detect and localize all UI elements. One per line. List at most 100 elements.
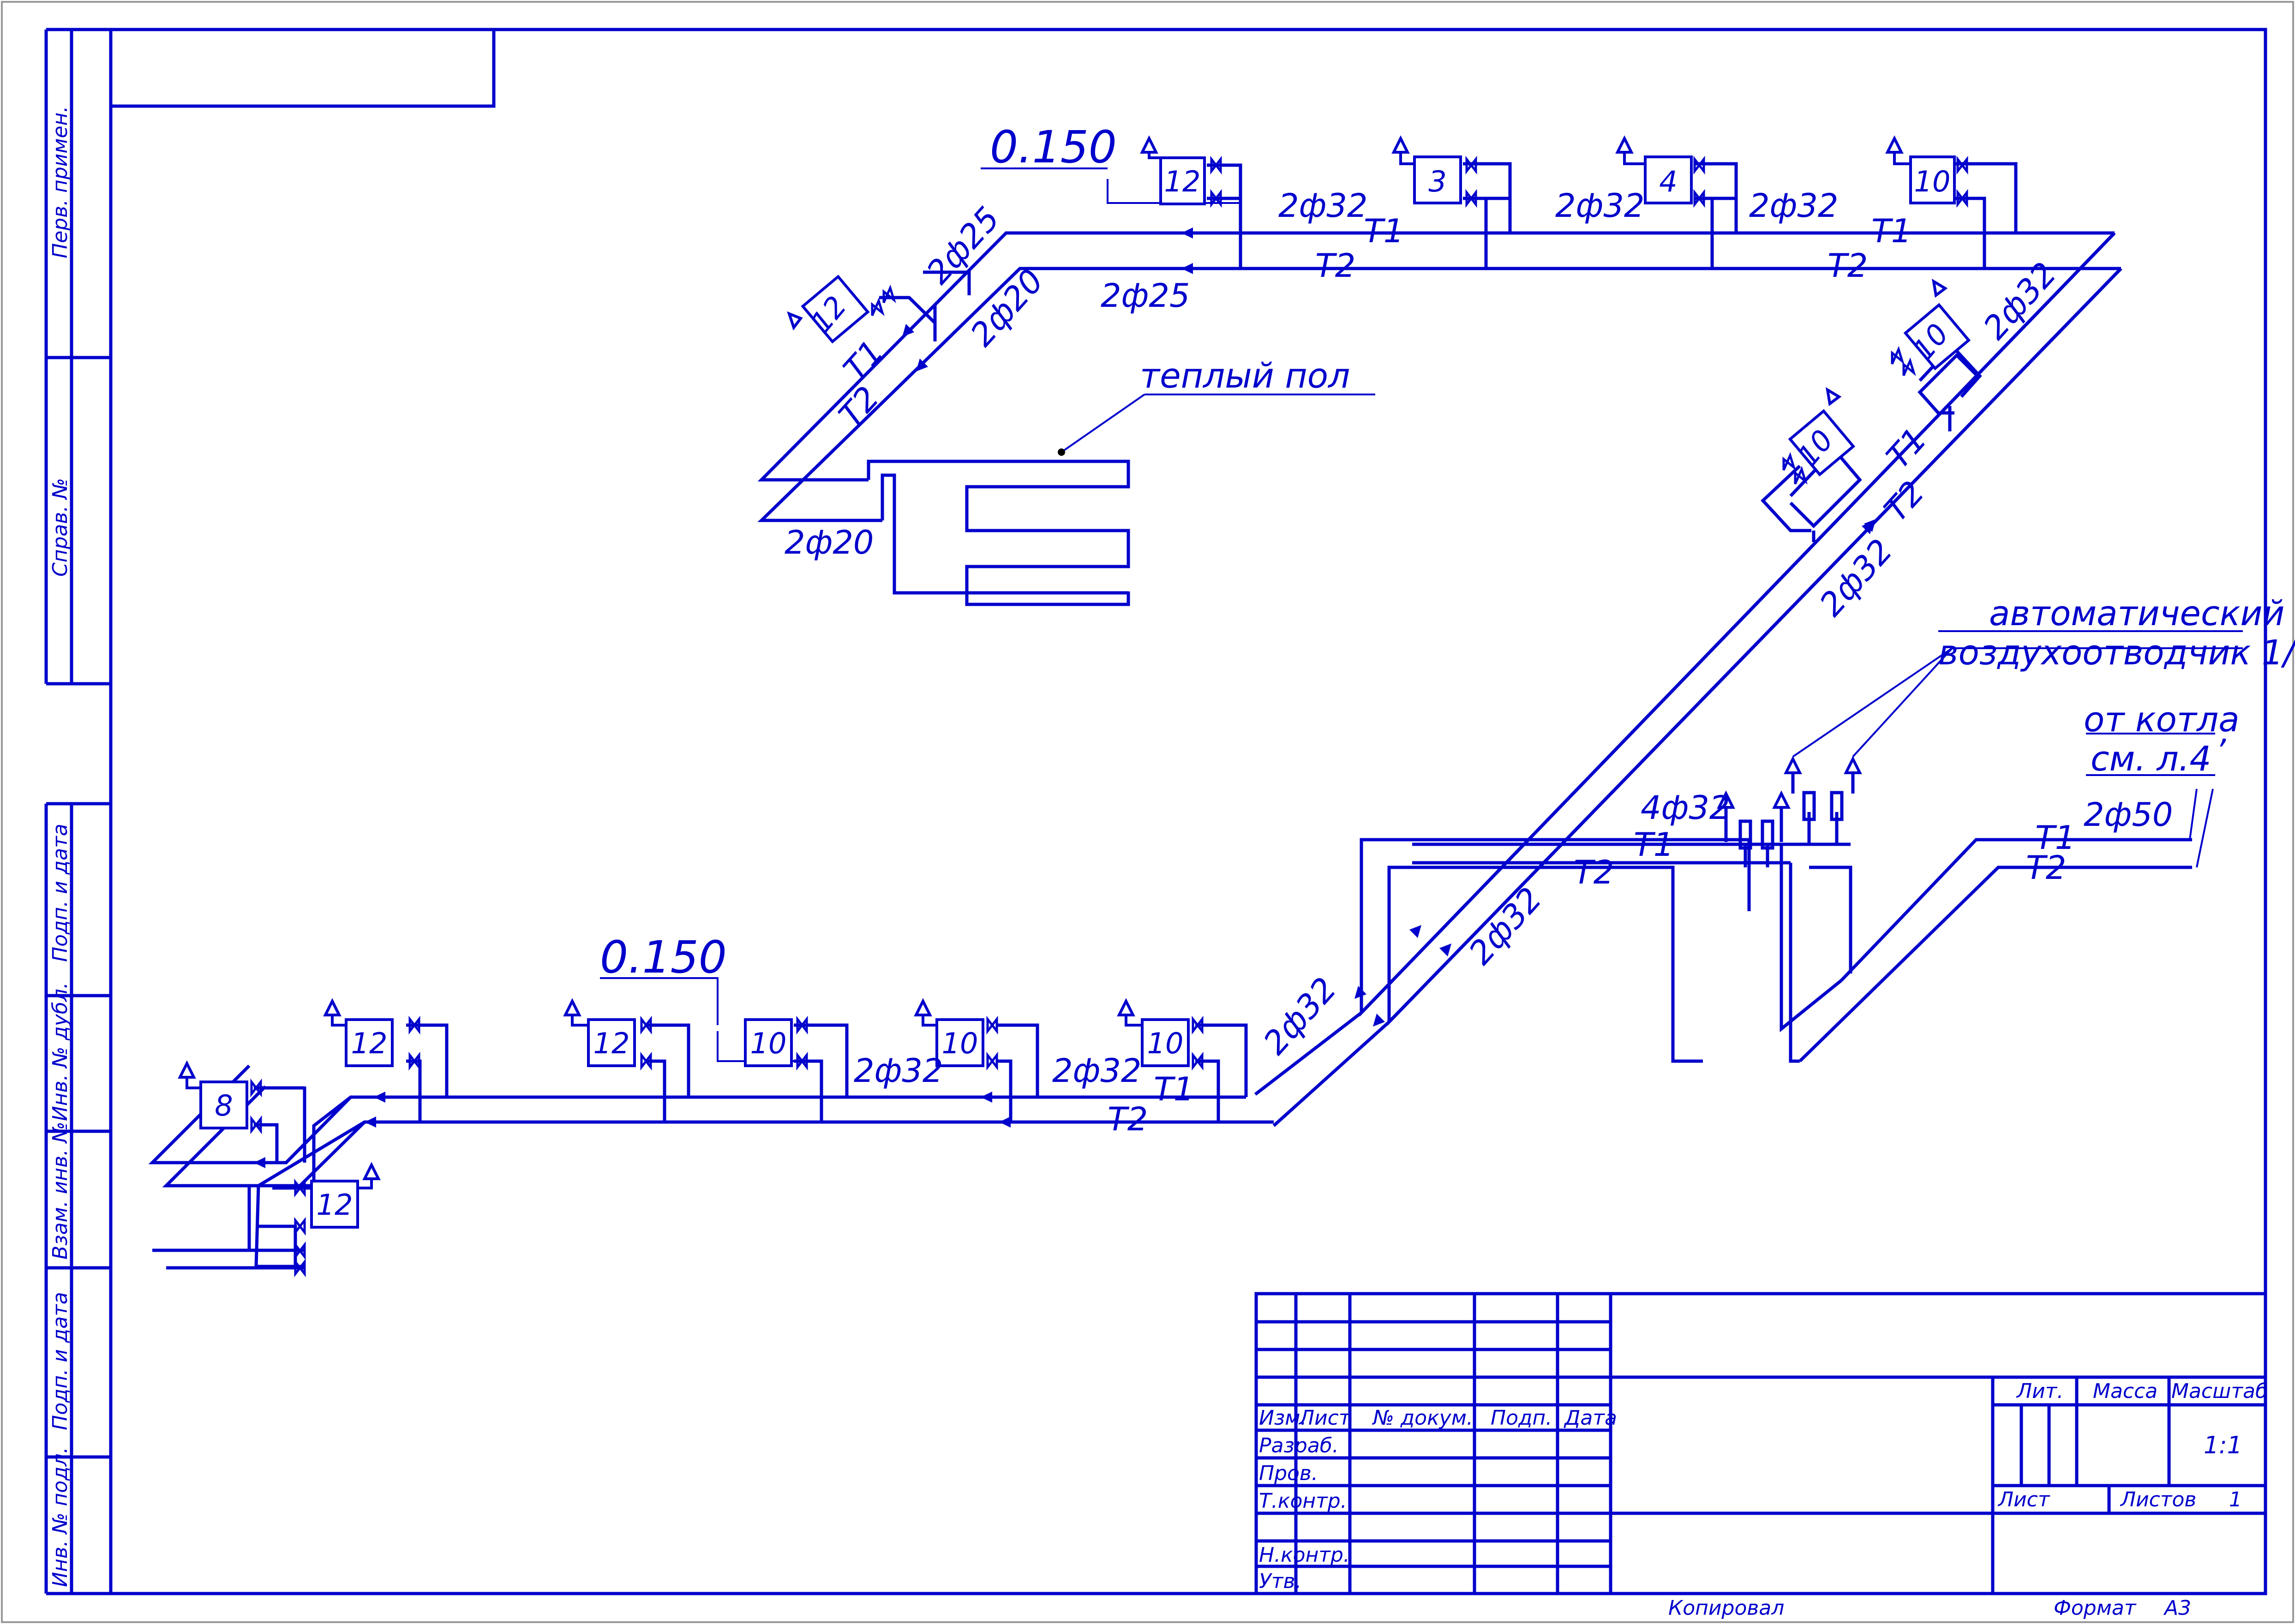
coil-leader-dot — [1058, 448, 1065, 456]
radiator-box — [310, 1180, 359, 1229]
tb-sheets: Листов — [2120, 1488, 2196, 1511]
radiator-number: 12 — [317, 1188, 353, 1222]
tb-lit: Лит. — [2016, 1379, 2063, 1403]
side-label-podp2: Подп. и дата — [48, 1292, 72, 1430]
line-tag-t2: Т2 — [2026, 849, 2066, 887]
flow-arrows — [254, 227, 1876, 1168]
leader-lines — [600, 167, 2243, 1062]
tb-prov: Пров. — [1259, 1462, 1318, 1485]
radiator-box — [1644, 155, 1693, 204]
tb-podp: Подп. — [1491, 1406, 1552, 1430]
elevation-lower: 0.150 — [600, 931, 727, 983]
tb-format: Формат — [2054, 1596, 2137, 1620]
radiator-box — [1909, 155, 1956, 204]
side-label-podp1: Подп. и дата — [48, 824, 72, 962]
radiator-number: 12 — [351, 1027, 388, 1060]
line-tag-t2: Т2 — [832, 379, 887, 435]
lower-piping — [148, 1023, 1274, 1270]
boiler-label-2: см. л.4 — [2091, 739, 2211, 779]
radiator-number: 3 — [1428, 165, 1446, 198]
tb-massa: Масса — [2093, 1379, 2157, 1403]
radiator-boxes — [199, 155, 1971, 1229]
pipe-label: 2ф32 — [1812, 532, 1900, 624]
tb-sheet: Лист — [1997, 1488, 2050, 1511]
radiator-number: 12 — [593, 1027, 630, 1060]
vent-arrows — [178, 135, 1948, 1189]
line-tag-t2: Т2 — [1828, 247, 1868, 285]
radiator-box — [744, 1018, 793, 1067]
tb-format-value: А3 — [2163, 1596, 2191, 1620]
air-vent-label-2: воздухоотводчик 1/2 — [1938, 633, 2295, 673]
valve-symbols — [250, 155, 1968, 1278]
title-block — [1254, 1292, 2267, 1595]
pipe-label: 2ф32 — [1749, 187, 1838, 225]
drawing-frame — [109, 28, 2267, 1595]
line-tag-t1: Т1 — [1871, 212, 1912, 250]
boiler-mark: , — [2220, 713, 2230, 751]
pipe-label: 2ф32 — [1256, 970, 1344, 1062]
line-tag-t2: Т2 — [1315, 247, 1355, 285]
radiator-box — [1903, 303, 1971, 370]
radiator-box — [345, 1018, 394, 1067]
tb-copied: Копировал — [1668, 1596, 1784, 1620]
side-label-inv-dubl: Инв. № дубл. — [48, 982, 72, 1121]
left-side-strip — [44, 28, 111, 1595]
tb-tkontr: Т.контр. — [1259, 1489, 1347, 1513]
pipe-label: 2ф20 — [785, 524, 874, 561]
tb-data: Дата — [1564, 1406, 1617, 1430]
pipe-label: 2ф32 — [1555, 187, 1644, 225]
upper-piping — [757, 162, 2121, 522]
radiator-number: 10 — [942, 1027, 978, 1060]
radiator-box — [801, 275, 870, 344]
pipe-label: 2ф50 — [2084, 796, 2173, 834]
line-tag-t2: Т2 — [1877, 474, 1932, 529]
line-tag-t1: Т1 — [1154, 1070, 1194, 1108]
line-tag-t1: Т1 — [2035, 819, 2075, 857]
radiator-number: 10 — [750, 1027, 787, 1060]
tb-scale: 1:1 — [2204, 1432, 2242, 1459]
pipe-label: 2ф32 — [854, 1052, 943, 1090]
radiator-box — [199, 1081, 248, 1129]
warm-floor-label: теплый пол — [1140, 356, 1350, 396]
right-piping — [1254, 232, 2192, 1127]
pipe-label: 4ф32 — [1641, 789, 1730, 827]
drawing-linework — [44, 28, 2267, 1595]
boiler-label-1: от котла — [2084, 700, 2240, 740]
line-tag-t2: Т2 — [1574, 854, 1614, 891]
line-tag-t1: Т1 — [836, 333, 891, 388]
radiator-number: 12 — [1164, 165, 1201, 198]
radiator-number: 4 — [1659, 165, 1677, 198]
line-tag-t1: Т1 — [1634, 826, 1674, 864]
pipe-label: 2ф32 — [1278, 187, 1367, 225]
tb-nkontr: Н.контр. — [1259, 1543, 1350, 1567]
line-tag-t2: Т2 — [1108, 1100, 1148, 1138]
radiator-box — [935, 1018, 984, 1067]
radiator-number: 8 — [215, 1089, 233, 1122]
tb-izm: Изм. — [1259, 1406, 1307, 1430]
tb-razrab: Разраб. — [1259, 1434, 1339, 1457]
tb-list: Лист — [1298, 1406, 1351, 1430]
air-vent-label-1: автоматический — [1989, 594, 2285, 633]
radiator-box — [587, 1018, 636, 1067]
radiator-number: 10 — [1147, 1027, 1184, 1060]
pipe-label: 2ф32 — [1052, 1052, 1141, 1090]
tb-utv: Утв. — [1259, 1570, 1301, 1593]
tb-doc: № докум. — [1372, 1406, 1473, 1430]
radiator-box — [1788, 409, 1856, 477]
side-label-sprav: Справ. № — [48, 478, 72, 577]
tb-masshtab: Масштаб — [2171, 1379, 2268, 1403]
radiator-box — [1413, 155, 1462, 204]
line-tag-t1: Т1 — [1364, 212, 1404, 250]
top-left-box — [109, 28, 496, 108]
elevation-upper: 0.150 — [990, 121, 1117, 173]
radiator-box — [1141, 1018, 1190, 1067]
radiator-box — [1159, 156, 1206, 205]
radiator-number: 10 — [1914, 165, 1951, 198]
side-label-vzam: Взам. инв. № — [48, 1122, 72, 1260]
side-label-inv-podl: Инв. № подл. — [48, 1447, 72, 1587]
warm-floor-coil — [867, 460, 1130, 606]
side-label-perv: Перв. примен. — [48, 106, 72, 258]
tb-sheets-count: 1 — [2229, 1488, 2242, 1511]
